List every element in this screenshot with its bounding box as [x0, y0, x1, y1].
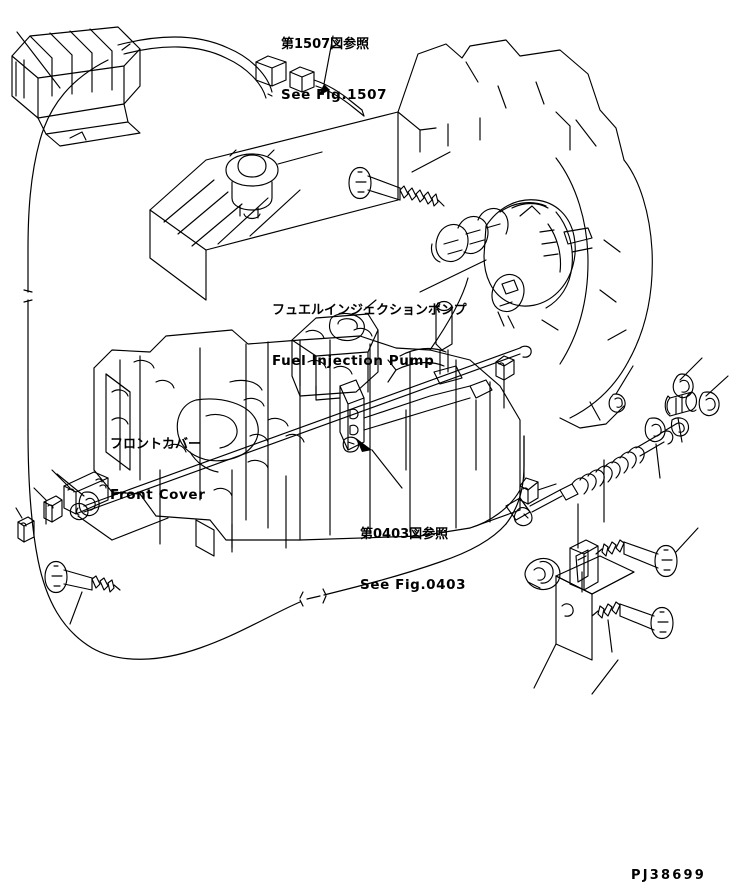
governor-lever-bracket	[291, 299, 493, 489]
accelerator-cable	[23, 59, 525, 660]
rod-clamp-pump	[495, 355, 515, 409]
mounting-bracket	[524, 503, 635, 661]
label-fuel-injection-pump: フュエルインジェクションポンプ Fuel Injection Pump	[272, 268, 467, 405]
label-front-cover-jp: フロントカバー	[110, 436, 202, 452]
controller-box	[11, 26, 141, 147]
label-see-fig-1507-jp: 第1507図参照	[281, 36, 370, 52]
nut-right-1	[672, 357, 703, 399]
label-see-fig-0403-en: See Fig.0403	[360, 577, 467, 594]
spacer-sleeve-right	[664, 391, 698, 443]
wiring-harness	[117, 35, 365, 117]
leader-lines	[111, 399, 619, 695]
rod-clamp-mid	[519, 477, 557, 505]
label-see-fig-0403-jp: 第0403図参照	[360, 526, 449, 542]
label-fuel-injection-pump-jp: フュエルインジェクションポンプ	[272, 302, 467, 318]
sheet-code: PJ38699	[631, 868, 706, 883]
label-see-fig-1507-en: See Fig.1507	[281, 87, 388, 104]
label-fuel-injection-pump-en: Fuel Injection Pump	[272, 353, 435, 370]
control-rod-threaded	[505, 417, 690, 527]
label-see-fig-1507: 第1507図参照 See Fig.1507	[281, 2, 387, 139]
bolt-right-lower	[591, 601, 674, 653]
bracket-u-left	[45, 469, 113, 541]
bracket-clip-lower-left	[15, 507, 35, 543]
label-see-fig-0403: 第0403図参照 See Fig.0403	[360, 492, 466, 629]
label-front-cover-en: Front Cover	[110, 487, 206, 504]
bolt-bottom-left	[44, 560, 121, 625]
washer-left	[56, 473, 100, 517]
label-front-cover: フロントカバー Front Cover	[110, 402, 205, 539]
bracket-clip-left	[33, 487, 63, 523]
control-rod-left	[69, 345, 532, 521]
nut-right-2	[698, 375, 729, 417]
fuel-injection-pump	[419, 199, 593, 329]
bolt-right-middle	[595, 527, 699, 578]
washer-housing-right	[608, 365, 634, 413]
nut-right-3	[644, 417, 666, 479]
bolt-top-center	[348, 151, 451, 207]
